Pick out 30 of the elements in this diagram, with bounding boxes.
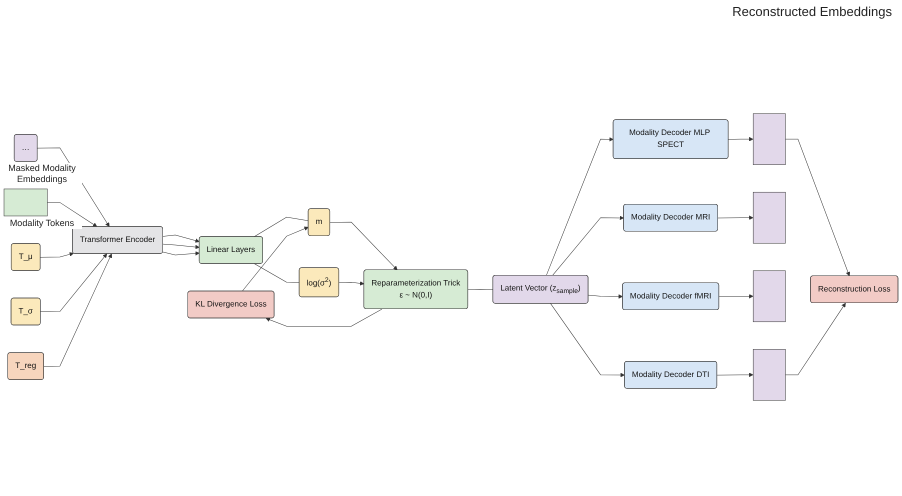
node-bar [752, 349, 786, 401]
connector [254, 216, 309, 237]
arrow [40, 254, 108, 312]
arrow [44, 254, 112, 367]
column-heading: Reconstructed Embeddings [732, 4, 892, 19]
node-bar [752, 113, 786, 165]
arrow [40, 252, 74, 258]
connector [468, 289, 494, 290]
arrow [718, 216, 754, 220]
arrow [266, 308, 382, 326]
arrow [242, 226, 309, 292]
arrow [162, 234, 200, 243]
arrow [338, 281, 364, 286]
arrow [162, 251, 200, 256]
arrow [785, 302, 846, 376]
node-box [4, 188, 48, 216]
arrow [330, 222, 398, 270]
node-bar [752, 270, 786, 322]
arrow [47, 202, 98, 227]
arrow [785, 138, 850, 276]
arrow [718, 294, 754, 298]
arrow [546, 137, 614, 276]
node-bar [752, 192, 786, 244]
connector [254, 264, 300, 283]
arrow [728, 136, 754, 142]
arrow [550, 303, 625, 378]
arrow [716, 372, 754, 378]
arrow [162, 244, 200, 250]
arrow [552, 216, 624, 276]
arrow [588, 294, 623, 299]
